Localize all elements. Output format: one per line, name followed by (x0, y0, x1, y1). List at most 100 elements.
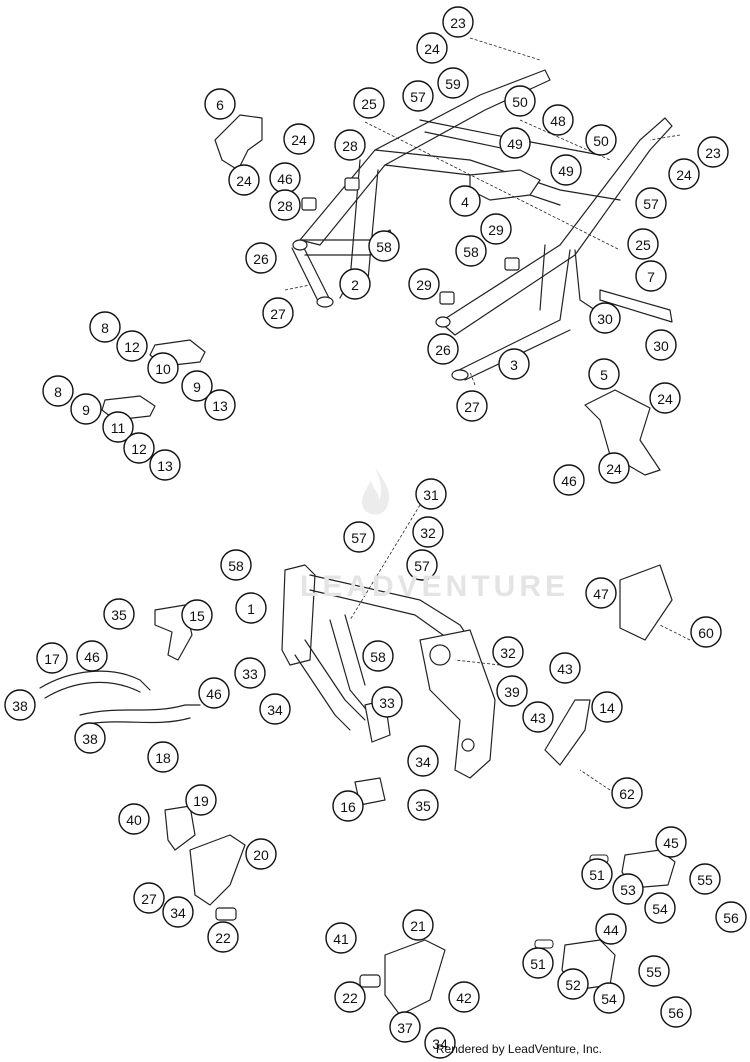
callout-circle (448, 981, 480, 1013)
callout-52: 52 (557, 968, 589, 1000)
callout-14: 14 (591, 691, 623, 723)
callout-26: 26 (245, 242, 277, 274)
callout-27: 27 (133, 882, 165, 914)
subframe-right-mount (451, 369, 469, 381)
callout-circle (185, 784, 217, 816)
callout-number: 58 (370, 649, 386, 665)
callout-number: 14 (599, 700, 615, 716)
callout-circle (522, 947, 554, 979)
callout-58: 58 (455, 235, 487, 267)
callout-number: 57 (643, 196, 659, 212)
callout-circle (649, 382, 681, 414)
callout-circle (645, 329, 677, 361)
callout-number: 25 (635, 237, 651, 253)
swingarm-pivot-plate (419, 629, 496, 779)
callout-54: 54 (644, 892, 676, 924)
callout-number: 46 (561, 473, 577, 489)
callout-number: 12 (131, 441, 147, 457)
callout-circle (234, 657, 266, 689)
leader-line (284, 284, 311, 291)
leader-line (349, 504, 421, 621)
callout-number: 46 (206, 686, 222, 702)
callout-40: 40 (118, 803, 150, 835)
callout-number: 57 (414, 558, 430, 574)
callout-circle (690, 616, 722, 648)
callout-circle (588, 358, 620, 390)
callout-34: 34 (424, 1027, 456, 1059)
callout-number: 23 (705, 145, 721, 161)
callout-number: 24 (606, 461, 622, 477)
callout-number: 38 (12, 698, 28, 714)
callout-number: 37 (397, 1020, 413, 1036)
callout-circle (635, 187, 667, 219)
callout-48: 48 (542, 104, 574, 136)
callout-circle (697, 136, 729, 168)
callout-number: 9 (193, 379, 201, 395)
subframe-right-upper-mount (435, 316, 451, 328)
callout-number: 10 (155, 361, 171, 377)
callout-circle (499, 127, 531, 159)
callout-13: 13 (204, 389, 236, 421)
callout-circle (455, 235, 487, 267)
callout-number: 17 (44, 651, 60, 667)
callout-number: 43 (557, 661, 573, 677)
callout-34: 34 (162, 896, 194, 928)
callout-circle (269, 189, 301, 221)
callout-49: 49 (499, 127, 531, 159)
callout-circle (407, 745, 439, 777)
callout-34: 34 (407, 745, 439, 777)
callout-circle (147, 741, 179, 773)
callout-number: 27 (464, 399, 480, 415)
pivot-hole (461, 738, 475, 752)
leader-line (469, 371, 476, 386)
callout-number: 16 (340, 799, 356, 815)
callout-circle (371, 686, 403, 718)
callout-number: 26 (435, 342, 451, 358)
callout-24: 24 (668, 158, 700, 190)
callout-32: 32 (412, 516, 444, 548)
callout-45: 45 (655, 826, 687, 858)
callout-50: 50 (585, 124, 617, 156)
callout-circle (668, 158, 700, 190)
callout-circle (204, 389, 236, 421)
callout-circle (635, 260, 667, 292)
callout-circle (412, 516, 444, 548)
callout-circle (198, 677, 230, 709)
callout-circle (644, 892, 676, 924)
callout-circle (343, 521, 375, 553)
callout-56: 56 (660, 996, 692, 1028)
callout-number: 60 (698, 625, 714, 641)
callout-circle (4, 689, 36, 721)
callout-number: 18 (155, 750, 171, 766)
callout-21: 21 (402, 909, 434, 941)
callout-circle (116, 330, 148, 362)
callout-number: 12 (124, 339, 140, 355)
callout-circle (660, 996, 692, 1028)
callout-46: 46 (269, 162, 301, 194)
callout-circle (416, 32, 448, 64)
callout-57: 57 (635, 187, 667, 219)
callout-10: 10 (147, 352, 179, 384)
callout-circle (585, 124, 617, 156)
callout-circle (549, 652, 581, 684)
callout-circle (496, 675, 528, 707)
callout-circle (427, 333, 459, 365)
callout-27: 27 (262, 297, 294, 329)
callout-60: 60 (690, 616, 722, 648)
callout-35: 35 (103, 598, 135, 630)
steering-head (281, 564, 316, 666)
callout-number: 48 (550, 113, 566, 129)
callout-24: 24 (598, 452, 630, 484)
callout-circle (407, 789, 439, 821)
callout-23: 23 (697, 136, 729, 168)
leader-line (659, 624, 691, 641)
callout-57: 57 (406, 549, 438, 581)
callout-58: 58 (368, 230, 400, 262)
callout-23: 23 (442, 6, 474, 38)
callout-circle (325, 922, 357, 954)
upper-left-bracket (214, 114, 263, 171)
callout-9: 9 (70, 393, 102, 425)
callout-24: 24 (649, 382, 681, 414)
callout-19: 19 (185, 784, 217, 816)
callout-35: 35 (407, 789, 439, 821)
